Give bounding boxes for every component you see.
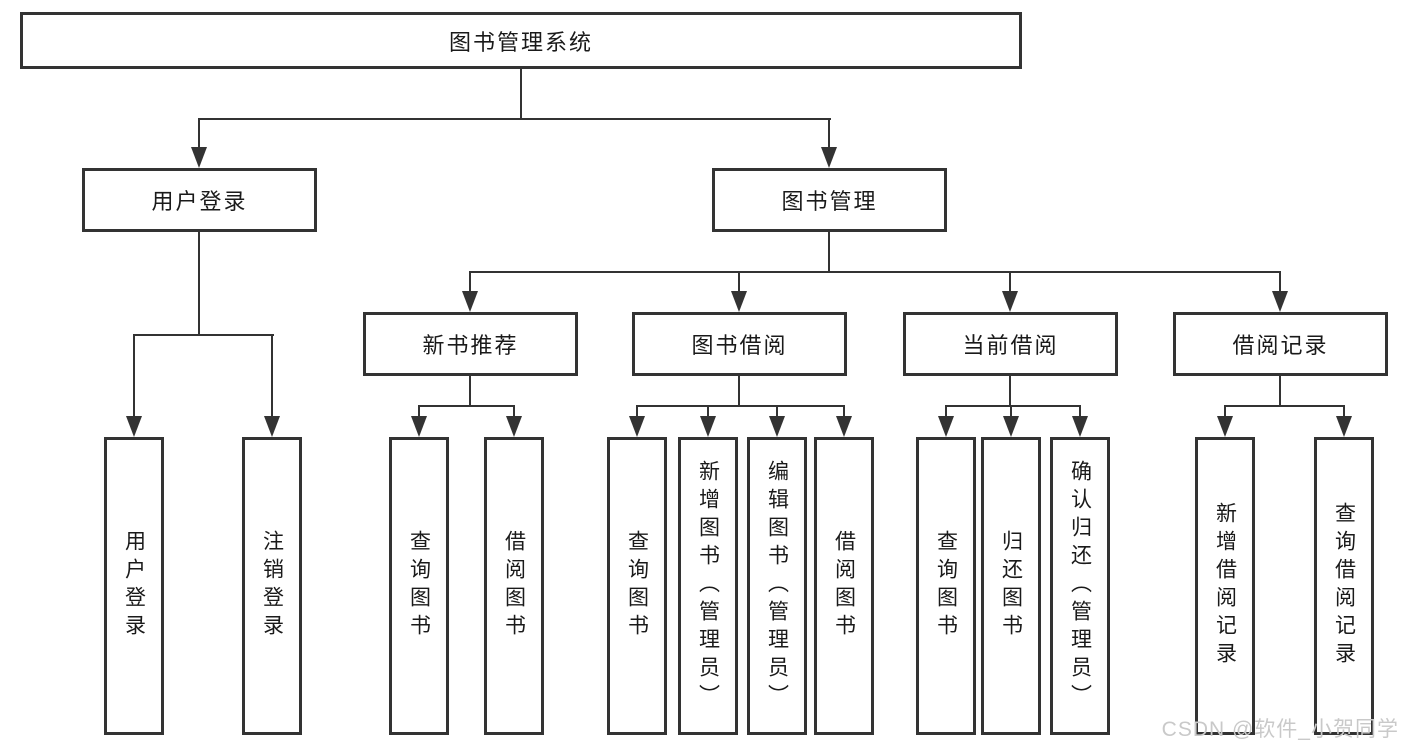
- connector-vline: [738, 376, 740, 407]
- node-label: 用户登录: [151, 189, 248, 214]
- node-leaf-borrow-books-2: 借阅图书: [814, 437, 874, 735]
- node-label: 查询图书: [934, 530, 958, 642]
- arrowhead-down: [836, 416, 852, 437]
- node-label: 编辑图书（管理员）: [765, 460, 789, 712]
- node-label: 确认归还（管理员）: [1068, 460, 1092, 712]
- connector-vline: [636, 405, 638, 419]
- node-leaf-query-books-3: 查询图书: [916, 437, 976, 735]
- arrowhead-down: [411, 416, 427, 437]
- node-leaf-borrow-books-1: 借阅图书: [484, 437, 544, 735]
- connector-vline: [707, 405, 709, 419]
- connector-hline: [636, 405, 845, 407]
- node-current-borrowing: 当前借阅: [903, 312, 1118, 376]
- arrowhead-down: [731, 291, 747, 312]
- connector-vline: [828, 118, 830, 150]
- node-label: 新书推荐: [422, 333, 519, 358]
- node-label: 查询图书: [407, 530, 431, 642]
- node-leaf-edit-books-admin: 编辑图书（管理员）: [747, 437, 807, 735]
- arrowhead-down: [1217, 416, 1233, 437]
- connector-vline: [520, 69, 522, 119]
- connector-vline: [1279, 376, 1281, 407]
- node-label: 注销登录: [260, 530, 284, 642]
- node-leaf-add-borrow-record: 新增借阅记录: [1195, 437, 1255, 735]
- node-label: 新增借阅记录: [1213, 502, 1237, 670]
- node-label: 借阅图书: [832, 530, 856, 642]
- node-new-book-recommend: 新书推荐: [363, 312, 578, 376]
- node-book-borrowing: 图书借阅: [632, 312, 847, 376]
- connector-vline: [1009, 376, 1011, 407]
- arrowhead-down: [1003, 416, 1019, 437]
- arrowhead-down: [1336, 416, 1352, 437]
- connector-vline: [1079, 405, 1081, 419]
- arrowhead-down: [629, 416, 645, 437]
- connector-vline: [469, 376, 471, 407]
- arrowhead-down: [700, 416, 716, 437]
- arrowhead-down: [191, 147, 207, 168]
- csdn-watermark: CSDN @软件_小贺同学: [1161, 718, 1399, 741]
- connector-hline: [198, 118, 831, 120]
- arrowhead-down: [821, 147, 837, 168]
- node-label: 图书管理: [781, 189, 878, 214]
- connector-vline: [133, 334, 135, 419]
- node-label: 查询图书: [625, 530, 649, 642]
- connector-vline: [198, 118, 200, 150]
- node-leaf-user-login: 用户登录: [104, 437, 164, 735]
- arrowhead-down: [126, 416, 142, 437]
- connector-vline: [843, 405, 845, 419]
- node-leaf-query-borrow-record: 查询借阅记录: [1314, 437, 1374, 735]
- node-label: 用户登录: [122, 530, 146, 642]
- connector-vline: [738, 271, 740, 294]
- connector-hline: [133, 334, 274, 336]
- node-leaf-query-books-2: 查询图书: [607, 437, 667, 735]
- node-label: 新增图书（管理员）: [696, 460, 720, 712]
- node-label: 查询借阅记录: [1332, 502, 1356, 670]
- node-label: 借阅记录: [1232, 333, 1329, 358]
- connector-vline: [1279, 271, 1281, 294]
- connector-vline: [945, 405, 947, 419]
- connector-vline: [1009, 271, 1011, 294]
- connector-vline: [828, 232, 830, 273]
- node-leaf-return-books: 归还图书: [981, 437, 1041, 735]
- node-label: 借阅图书: [502, 530, 526, 642]
- connector-hline: [469, 271, 1281, 273]
- connector-vline: [469, 271, 471, 294]
- node-library-management-system: 图书管理系统: [20, 12, 1022, 69]
- node-book-management: 图书管理: [712, 168, 947, 232]
- connector-hline: [945, 405, 1081, 407]
- node-leaf-query-books-1: 查询图书: [389, 437, 449, 735]
- node-leaf-logout: 注销登录: [242, 437, 302, 735]
- connector-vline: [418, 405, 420, 419]
- node-label: 图书借阅: [691, 333, 788, 358]
- node-leaf-add-books-admin: 新增图书（管理员）: [678, 437, 738, 735]
- connector-hline: [418, 405, 515, 407]
- node-leaf-confirm-return-admin: 确认归还（管理员）: [1050, 437, 1110, 735]
- node-borrowing-records: 借阅记录: [1173, 312, 1388, 376]
- arrowhead-down: [506, 416, 522, 437]
- node-label: 当前借阅: [962, 333, 1059, 358]
- node-label: 归还图书: [999, 530, 1023, 642]
- connector-vline: [1010, 405, 1012, 419]
- connector-vline: [198, 232, 200, 336]
- connector-vline: [513, 405, 515, 419]
- arrowhead-down: [264, 416, 280, 437]
- arrowhead-down: [938, 416, 954, 437]
- node-label: 图书管理系统: [448, 29, 593, 55]
- connector-hline: [1224, 405, 1345, 407]
- arrowhead-down: [1072, 416, 1088, 437]
- connector-vline: [1224, 405, 1226, 419]
- arrowhead-down: [462, 291, 478, 312]
- connector-vline: [1343, 405, 1345, 419]
- connector-vline: [271, 334, 273, 419]
- connector-vline: [776, 405, 778, 419]
- arrowhead-down: [1272, 291, 1288, 312]
- arrowhead-down: [769, 416, 785, 437]
- arrowhead-down: [1002, 291, 1018, 312]
- node-user-login: 用户登录: [82, 168, 317, 232]
